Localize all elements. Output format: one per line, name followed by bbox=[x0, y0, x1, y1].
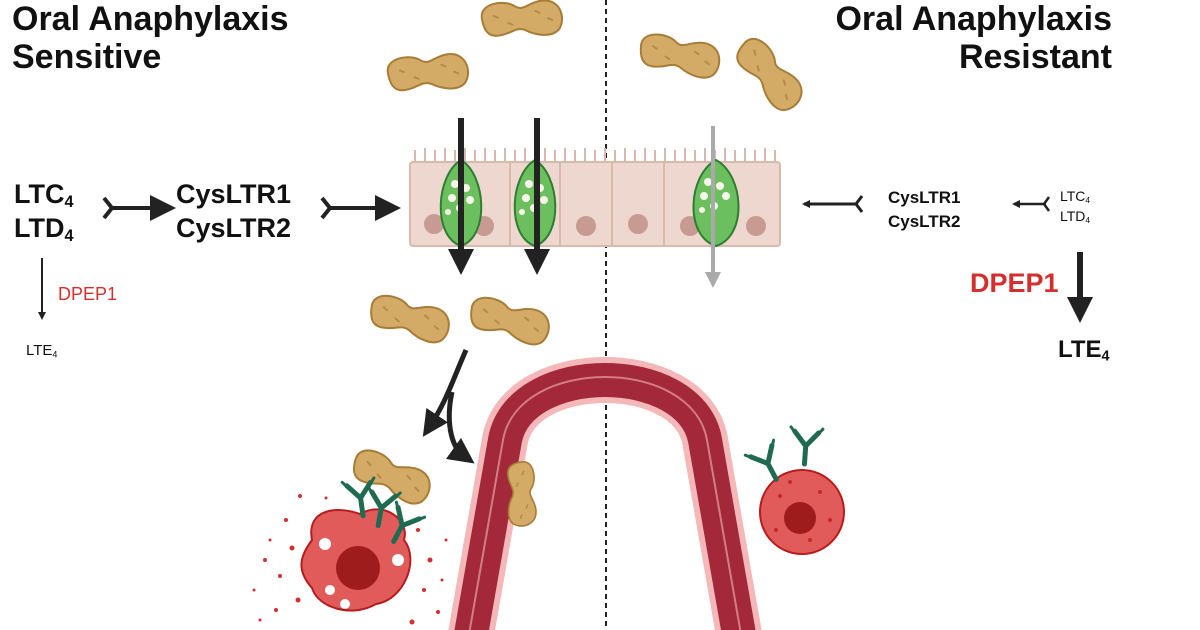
peanut-icon bbox=[385, 51, 471, 95]
peanut-icon bbox=[728, 32, 811, 118]
dpep1-label: DPEP1 bbox=[58, 284, 118, 304]
dpep1-label: DPEP1 bbox=[970, 268, 1059, 298]
title-line-1: Oral Anaphylaxis bbox=[835, 0, 1112, 38]
cysltr1-label: CysLTR1 bbox=[888, 188, 961, 207]
ltc4-label: LTC4 bbox=[1060, 188, 1091, 206]
cysltr1-label: CysLTR1 bbox=[176, 179, 292, 209]
split-arrow bbox=[445, 391, 475, 464]
blood-vessel bbox=[448, 357, 762, 630]
receptor-label: CysLTR1 CysLTR2 bbox=[888, 186, 960, 234]
title-line-2: Sensitive bbox=[12, 38, 162, 77]
ltd4-label: LTD4 bbox=[14, 213, 74, 246]
cysltr2-label: CysLTR2 bbox=[176, 212, 292, 243]
peanut-icon bbox=[465, 293, 554, 349]
mast-cell-degranulating bbox=[252, 494, 448, 625]
peanut-icon bbox=[365, 291, 454, 347]
resistant-title: Oral Anaphylaxis Resistant bbox=[835, 0, 1112, 76]
leukotriene-label: LTC4 LTD4 bbox=[14, 178, 74, 247]
receptor-label: CysLTR1 CysLTR2 bbox=[176, 178, 291, 246]
sensitive-title: Oral Anaphylaxis Sensitive bbox=[12, 0, 289, 76]
ltc4-label: LTC4 bbox=[14, 179, 74, 212]
antibody-icon bbox=[789, 427, 823, 465]
ltd4-label: LTD4 bbox=[1060, 208, 1091, 226]
epithelium bbox=[409, 148, 781, 247]
tuft-cell bbox=[692, 158, 740, 248]
title-line-2: Resistant bbox=[958, 38, 1112, 77]
lte4-label: LTE4 bbox=[26, 342, 58, 360]
cysltr2-label: CysLTR2 bbox=[888, 211, 961, 231]
mast-cell-resting bbox=[759, 469, 845, 555]
peanut-icon bbox=[636, 30, 724, 82]
split-arrow bbox=[422, 348, 469, 437]
peanut-icon bbox=[479, 0, 565, 41]
title-line-1: Oral Anaphylaxis bbox=[12, 0, 289, 38]
leukotriene-label: LTC4 LTD4 bbox=[1060, 186, 1090, 227]
lte4-label: LTE4 bbox=[1058, 336, 1110, 365]
